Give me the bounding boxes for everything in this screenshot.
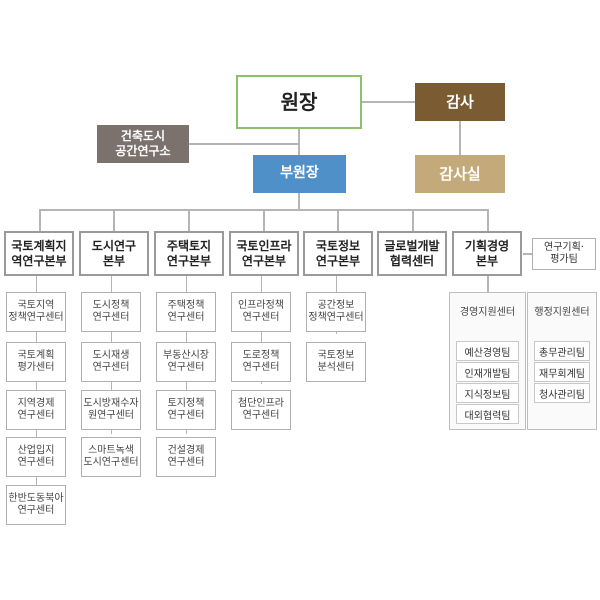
team-box: 인재개발팀 [456,362,519,382]
center-box: 한반도동북아 연구센터 [6,485,66,525]
line-drop-3 [263,209,265,231]
division-box: 국토계획지 역연구본부 [4,231,74,276]
line-vice-bus [298,193,300,210]
line-drop-0 [39,209,41,231]
division-box: 기획경영 본부 [452,231,522,276]
line-director-vice [298,129,300,155]
center-box: 지역경제 연구센터 [6,390,66,430]
management-support-panel: 경영지원센터 예산경영팀 인재개발팀 지식정보팀 대외협력팀 [449,292,526,430]
division-box: 도시연구 본부 [79,231,149,276]
team-box: 예산경영팀 [456,341,519,361]
line-drop-1 [113,209,115,231]
division-box: 글로벌개발 협력센터 [377,231,447,276]
line-director-audit [362,101,415,103]
audit-box: 감사 [415,83,505,121]
team-box: 대외협력팀 [456,404,519,424]
team-box: 지식정보팀 [456,383,519,403]
admin-support-title: 행정지원센터 [534,307,590,318]
line-to-eval [523,253,532,255]
line-drop-6 [487,209,489,231]
center-box: 공간정보 정책연구센터 [306,292,366,332]
division-box: 국토인프라 연구본부 [229,231,299,276]
team-box: 총무관리팀 [534,341,590,361]
center-box: 도로정책 연구센터 [231,342,291,382]
line-drop-2 [188,209,190,231]
center-box: 국토지역 정책연구센터 [6,292,66,332]
line-drop-5 [412,209,414,231]
center-box: 토지정책 연구센터 [156,390,216,430]
management-support-title: 경영지원센터 [459,307,516,318]
line-drop-4 [337,209,339,231]
audit-office-box: 감사실 [415,155,505,193]
aurik-box: 건축도시 공간연구소 [97,125,189,163]
line-audit-office [459,121,461,155]
division-box: 국토정보 연구본부 [303,231,373,276]
center-box: 첨단인프라 연구센터 [231,390,291,430]
evaluation-team-box: 연구기획· 평가팀 [532,238,596,270]
center-box: 도시방재수자 원연구센터 [81,390,141,430]
vice-director-box: 부원장 [253,155,346,193]
line-planning-support [487,276,489,292]
director-box: 원장 [236,75,362,129]
center-box: 주택정책 연구센터 [156,292,216,332]
center-box: 국토정보 분석센터 [306,342,366,382]
center-box: 산업입지 연구센터 [6,437,66,477]
line-aurik [189,143,298,145]
team-box: 재무회계팀 [534,362,590,382]
center-box: 부동산시장 연구센터 [156,342,216,382]
admin-support-panel: 행정지원센터 총무관리팀 재무회계팀 청사관리팀 [527,292,597,430]
center-box: 인프라정책 연구센터 [231,292,291,332]
center-box: 도시재생 연구센터 [81,342,141,382]
team-box: 청사관리팀 [534,383,590,403]
division-box: 주택토지 연구본부 [154,231,224,276]
center-box: 도시정책 연구센터 [81,292,141,332]
center-box: 건설경제 연구센터 [156,437,216,477]
center-box: 스마트녹색 도시연구센터 [81,437,141,477]
center-box: 국토계획 평가센터 [6,342,66,382]
